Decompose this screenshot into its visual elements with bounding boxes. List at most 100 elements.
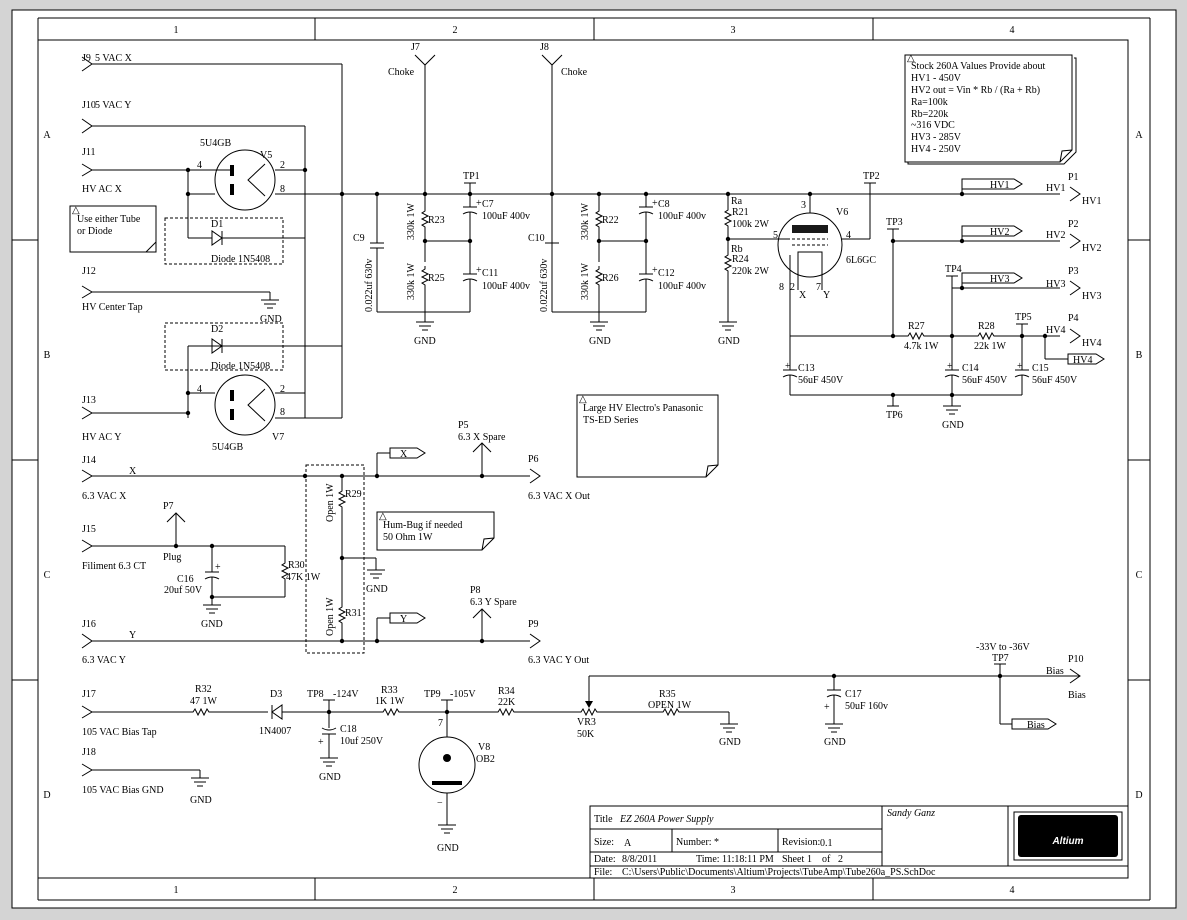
svg-text:Sheet: Sheet xyxy=(782,854,804,865)
svg-text:Revision:: Revision: xyxy=(782,837,820,848)
resistor-r31: R31 Open 1W xyxy=(325,558,362,641)
svg-text:C11: C11 xyxy=(482,268,498,279)
humbug-box xyxy=(305,464,365,654)
svg-text:+: + xyxy=(947,361,953,372)
svg-text:D3: D3 xyxy=(270,689,282,700)
svg-text:+: + xyxy=(1017,361,1023,372)
svg-text:Hum-Bug if needed: Hum-Bug if needed xyxy=(383,520,462,531)
svg-text:HV1: HV1 xyxy=(1046,183,1065,194)
svg-text:P9: P9 xyxy=(528,619,539,630)
sheet-index: 1 xyxy=(807,854,812,865)
zone-col-4-bottom: 4 xyxy=(1010,885,1015,896)
svg-text:TP6: TP6 xyxy=(886,410,903,421)
svg-text:-124V: -124V xyxy=(333,689,359,700)
zone-col-3: 3 xyxy=(731,25,736,36)
svg-text:P10: P10 xyxy=(1068,654,1084,665)
svg-text:330k 1W: 330k 1W xyxy=(406,203,417,241)
svg-text:TP5: TP5 xyxy=(1015,312,1032,323)
svg-text:HV1: HV1 xyxy=(990,180,1009,191)
capacitor-c9: C9 0.022uf 630v xyxy=(353,194,384,312)
resistor-r29: R29 Open 1W xyxy=(325,476,362,558)
svg-text:2: 2 xyxy=(280,384,285,395)
svg-text:R26: R26 xyxy=(602,273,619,284)
svg-text:C15: C15 xyxy=(1032,363,1049,374)
port-p9: P9 6.3 VAC Y Out xyxy=(528,619,589,666)
svg-text:HV2: HV2 xyxy=(1082,243,1101,254)
svg-text:C10: C10 xyxy=(528,233,545,244)
svg-text:330k 1W: 330k 1W xyxy=(406,263,417,301)
svg-text:6.3 Y Spare: 6.3 Y Spare xyxy=(470,597,517,608)
svg-text:Y: Y xyxy=(823,290,830,301)
svg-text:5 VAC Y: 5 VAC Y xyxy=(95,100,132,111)
svg-text:C16: C16 xyxy=(177,574,194,585)
svg-text:105 VAC Bias Tap: 105 VAC Bias Tap xyxy=(82,727,157,738)
svg-text:Y: Y xyxy=(400,614,407,625)
svg-text:J13: J13 xyxy=(82,395,96,406)
port-p8: P86.3 Y Spare xyxy=(470,585,517,641)
svg-text:V7: V7 xyxy=(272,432,284,443)
svg-text:OPEN 1W: OPEN 1W xyxy=(648,700,692,711)
svg-text:V8: V8 xyxy=(478,742,490,753)
svg-text:R35: R35 xyxy=(659,689,676,700)
net-label-hv3: HV3 xyxy=(961,272,1023,288)
title-block: Title EZ 260A Power Supply Sandy Ganz Si… xyxy=(589,805,1129,879)
svg-text:D1: D1 xyxy=(211,219,223,230)
svg-text:△: △ xyxy=(579,394,587,405)
sheet-total: 2 xyxy=(838,854,843,865)
svg-text:R27: R27 xyxy=(908,321,925,332)
svg-text:HV2: HV2 xyxy=(990,227,1009,238)
svg-text:50K: 50K xyxy=(577,729,595,740)
svg-text:TS-ED Series: TS-ED Series xyxy=(583,415,638,426)
svg-text:Ra: Ra xyxy=(731,196,743,207)
svg-text:6.3 X Spare: 6.3 X Spare xyxy=(458,432,506,443)
svg-text:5: 5 xyxy=(773,230,778,241)
svg-text:HV3 - 285V: HV3 - 285V xyxy=(911,132,962,143)
svg-text:-105V: -105V xyxy=(450,689,476,700)
svg-text:V6: V6 xyxy=(836,207,848,218)
svg-text:R25: R25 xyxy=(428,273,445,284)
zone-row-b: B xyxy=(44,350,51,361)
svg-text:Use either Tube: Use either Tube xyxy=(77,214,141,225)
zone-row-d: D xyxy=(43,790,50,801)
zone-col-1-bottom: 1 xyxy=(174,885,179,896)
zone-col-1: 1 xyxy=(174,25,179,36)
resistor-r26: R26 330k 1W xyxy=(580,263,619,312)
svg-text:1N4007: 1N4007 xyxy=(259,726,291,737)
zone-row-c-right: C xyxy=(1136,570,1143,581)
svg-text:HV4 - 250V: HV4 - 250V xyxy=(911,144,962,155)
svg-text:R28: R28 xyxy=(978,321,995,332)
svg-text:+: + xyxy=(824,702,830,713)
svg-text:C18: C18 xyxy=(340,724,357,735)
svg-text:Large HV Electro's Panasonic: Large HV Electro's Panasonic xyxy=(583,403,704,414)
svg-text:8: 8 xyxy=(280,184,285,195)
svg-text:Y: Y xyxy=(129,630,136,641)
time-value: 11:18:11 PM xyxy=(722,854,774,865)
title-label: Title xyxy=(594,814,613,825)
svg-text:56uF 450V: 56uF 450V xyxy=(798,375,844,386)
svg-text:R21: R21 xyxy=(732,207,749,218)
svg-text:Open 1W: Open 1W xyxy=(325,597,336,636)
svg-text:+: + xyxy=(652,265,658,276)
zone-row-a-right: A xyxy=(1135,130,1143,141)
svg-text:Open 1W: Open 1W xyxy=(325,483,336,522)
svg-text:100uF 400v: 100uF 400v xyxy=(658,211,706,222)
svg-text:6.3 VAC Y Out: 6.3 VAC Y Out xyxy=(528,655,589,666)
date-value: 8/8/2011 xyxy=(622,854,657,865)
port-p5: P56.3 X Spare xyxy=(458,420,506,476)
